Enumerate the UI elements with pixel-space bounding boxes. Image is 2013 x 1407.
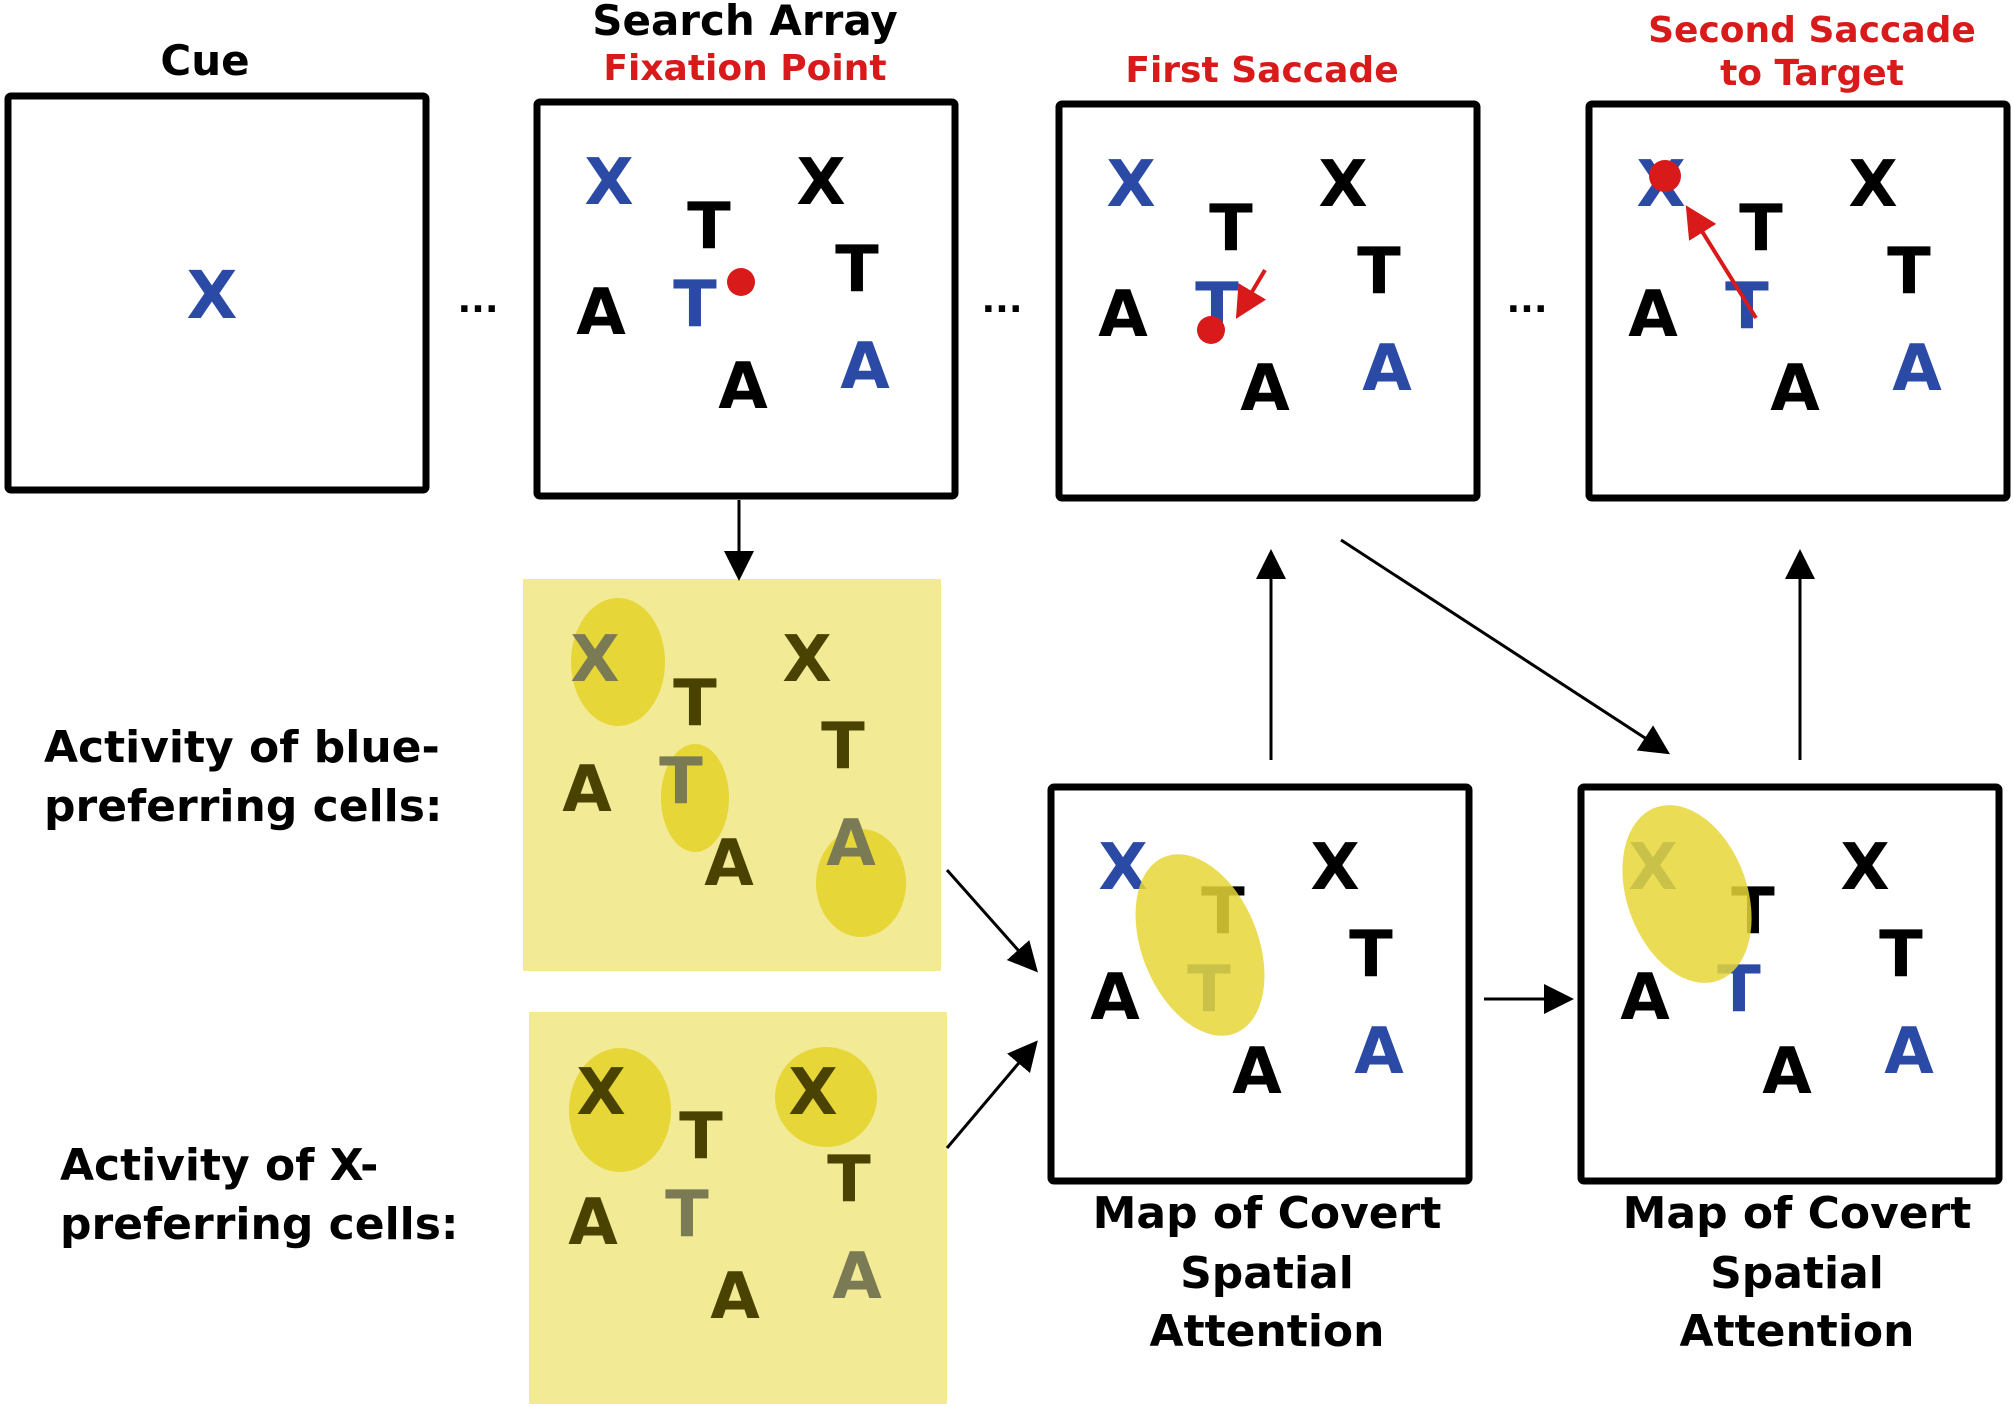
- array-letter-t: T: [1879, 918, 1923, 992]
- array-letter-a: A: [840, 330, 890, 404]
- array-letter-t: T: [659, 745, 703, 819]
- array-letter-a: A: [710, 1260, 760, 1334]
- array-letter-a: A: [562, 753, 612, 827]
- second-saccade-title-line2: to Target: [1720, 53, 1904, 94]
- array-letter-t: T: [821, 710, 865, 784]
- array-letter-t: T: [687, 190, 731, 264]
- array-letter-x: X: [782, 623, 831, 697]
- attention-blob-icon: [816, 829, 906, 937]
- ellipsis-1: ...: [457, 280, 498, 321]
- array-letter-x: X: [1310, 831, 1359, 905]
- array-letter-t: T: [1739, 192, 1783, 266]
- array-letter-a: A: [1892, 332, 1942, 406]
- array-letter-t: T: [1357, 235, 1401, 309]
- array-letter-a: A: [1884, 1015, 1934, 1089]
- map2-label-line3: Attention: [1680, 1306, 1915, 1357]
- map1-label-line2: Spatial: [1180, 1248, 1354, 1299]
- array-letter-a: A: [1232, 1035, 1282, 1109]
- array-letter-t: T: [1887, 235, 1931, 309]
- array-letter-a: A: [1770, 352, 1820, 426]
- array-letter-a: A: [1098, 278, 1148, 352]
- x-cells-label-line1: Activity of X-: [60, 1140, 378, 1191]
- array-letter-x: X: [584, 146, 633, 220]
- first-saccade-title: First Saccade: [1125, 50, 1398, 91]
- array-letter-x: X: [1848, 148, 1897, 222]
- flow-arrow-icon: [945, 869, 1038, 973]
- array-letter-a: A: [1628, 278, 1678, 352]
- cue-box: [4, 92, 430, 494]
- attention-blob-icon: [1622, 805, 1752, 983]
- attention-blob-icon: [775, 1047, 877, 1147]
- array-letter-a: A: [1090, 961, 1140, 1035]
- array-letter-x: X: [796, 146, 845, 220]
- flow-arrow-icon: [945, 1040, 1038, 1149]
- array-letter-a: A: [1240, 352, 1290, 426]
- ellipsis-2: ...: [981, 280, 1022, 321]
- array-letter-x: X: [1106, 148, 1155, 222]
- fixation-point-icon: [727, 268, 755, 296]
- array-letter-t: T: [1349, 918, 1393, 992]
- array-letter-a: A: [826, 807, 876, 881]
- fixation-point-title: Fixation Point: [603, 48, 886, 89]
- array-letter-a: A: [718, 350, 768, 424]
- attention-blob-icon: [661, 744, 729, 852]
- array-letter-a: A: [832, 1240, 882, 1314]
- attention-blob-icon: [569, 1048, 671, 1172]
- map1-label-line3: Attention: [1150, 1306, 1385, 1357]
- array-letter-a: A: [1762, 1035, 1812, 1109]
- map1-label-line1: Map of Covert: [1093, 1188, 1442, 1239]
- flow-arrow-icon: [1340, 538, 1671, 755]
- array-letter-t: T: [673, 268, 717, 342]
- array-letter-a: A: [1354, 1015, 1404, 1089]
- array-letter-x: X: [788, 1056, 837, 1130]
- second-saccade-title: Second Saccade: [1648, 10, 1976, 51]
- array-letter-t: T: [835, 233, 879, 307]
- cue-letter: X: [187, 257, 238, 334]
- cue-title: Cue: [160, 36, 249, 85]
- array-letter-a: A: [1620, 961, 1670, 1035]
- map2-label-line2: Spatial: [1710, 1248, 1884, 1299]
- array-letter-a: A: [1362, 332, 1412, 406]
- array-letter-t: T: [1209, 192, 1253, 266]
- blue-cells-label-line1: Activity of blue-: [44, 722, 440, 773]
- array-letter-t: T: [665, 1178, 709, 1252]
- array-letter-x: X: [1840, 831, 1889, 905]
- attention-blob-icon: [571, 598, 665, 726]
- blue-cells-label-line2: preferring cells:: [44, 781, 443, 832]
- x-cells-label-line2: preferring cells:: [60, 1199, 459, 1250]
- attention-blob-icon: [1135, 854, 1265, 1036]
- saccade-arrow-icon: [1235, 268, 1267, 319]
- ellipsis-3: ...: [1506, 280, 1547, 321]
- array-letter-t: T: [827, 1143, 871, 1217]
- array-letter-a: A: [576, 276, 626, 350]
- array-letter-a: A: [704, 827, 754, 901]
- fixation-point-icon: [1649, 160, 1681, 192]
- array-letter-x: X: [576, 1056, 625, 1130]
- array-letter-a: A: [568, 1186, 618, 1260]
- map2-label-line1: Map of Covert: [1623, 1188, 1972, 1239]
- array-letter-t: T: [679, 1100, 723, 1174]
- saccade-arrow-icon: [1685, 205, 1758, 320]
- search-array-title: Search Array: [592, 0, 898, 45]
- array-letter-t: T: [673, 667, 717, 741]
- fixation-point-icon: [1197, 316, 1225, 344]
- array-letter-x: X: [1318, 148, 1367, 222]
- array-letter-x: X: [570, 623, 619, 697]
